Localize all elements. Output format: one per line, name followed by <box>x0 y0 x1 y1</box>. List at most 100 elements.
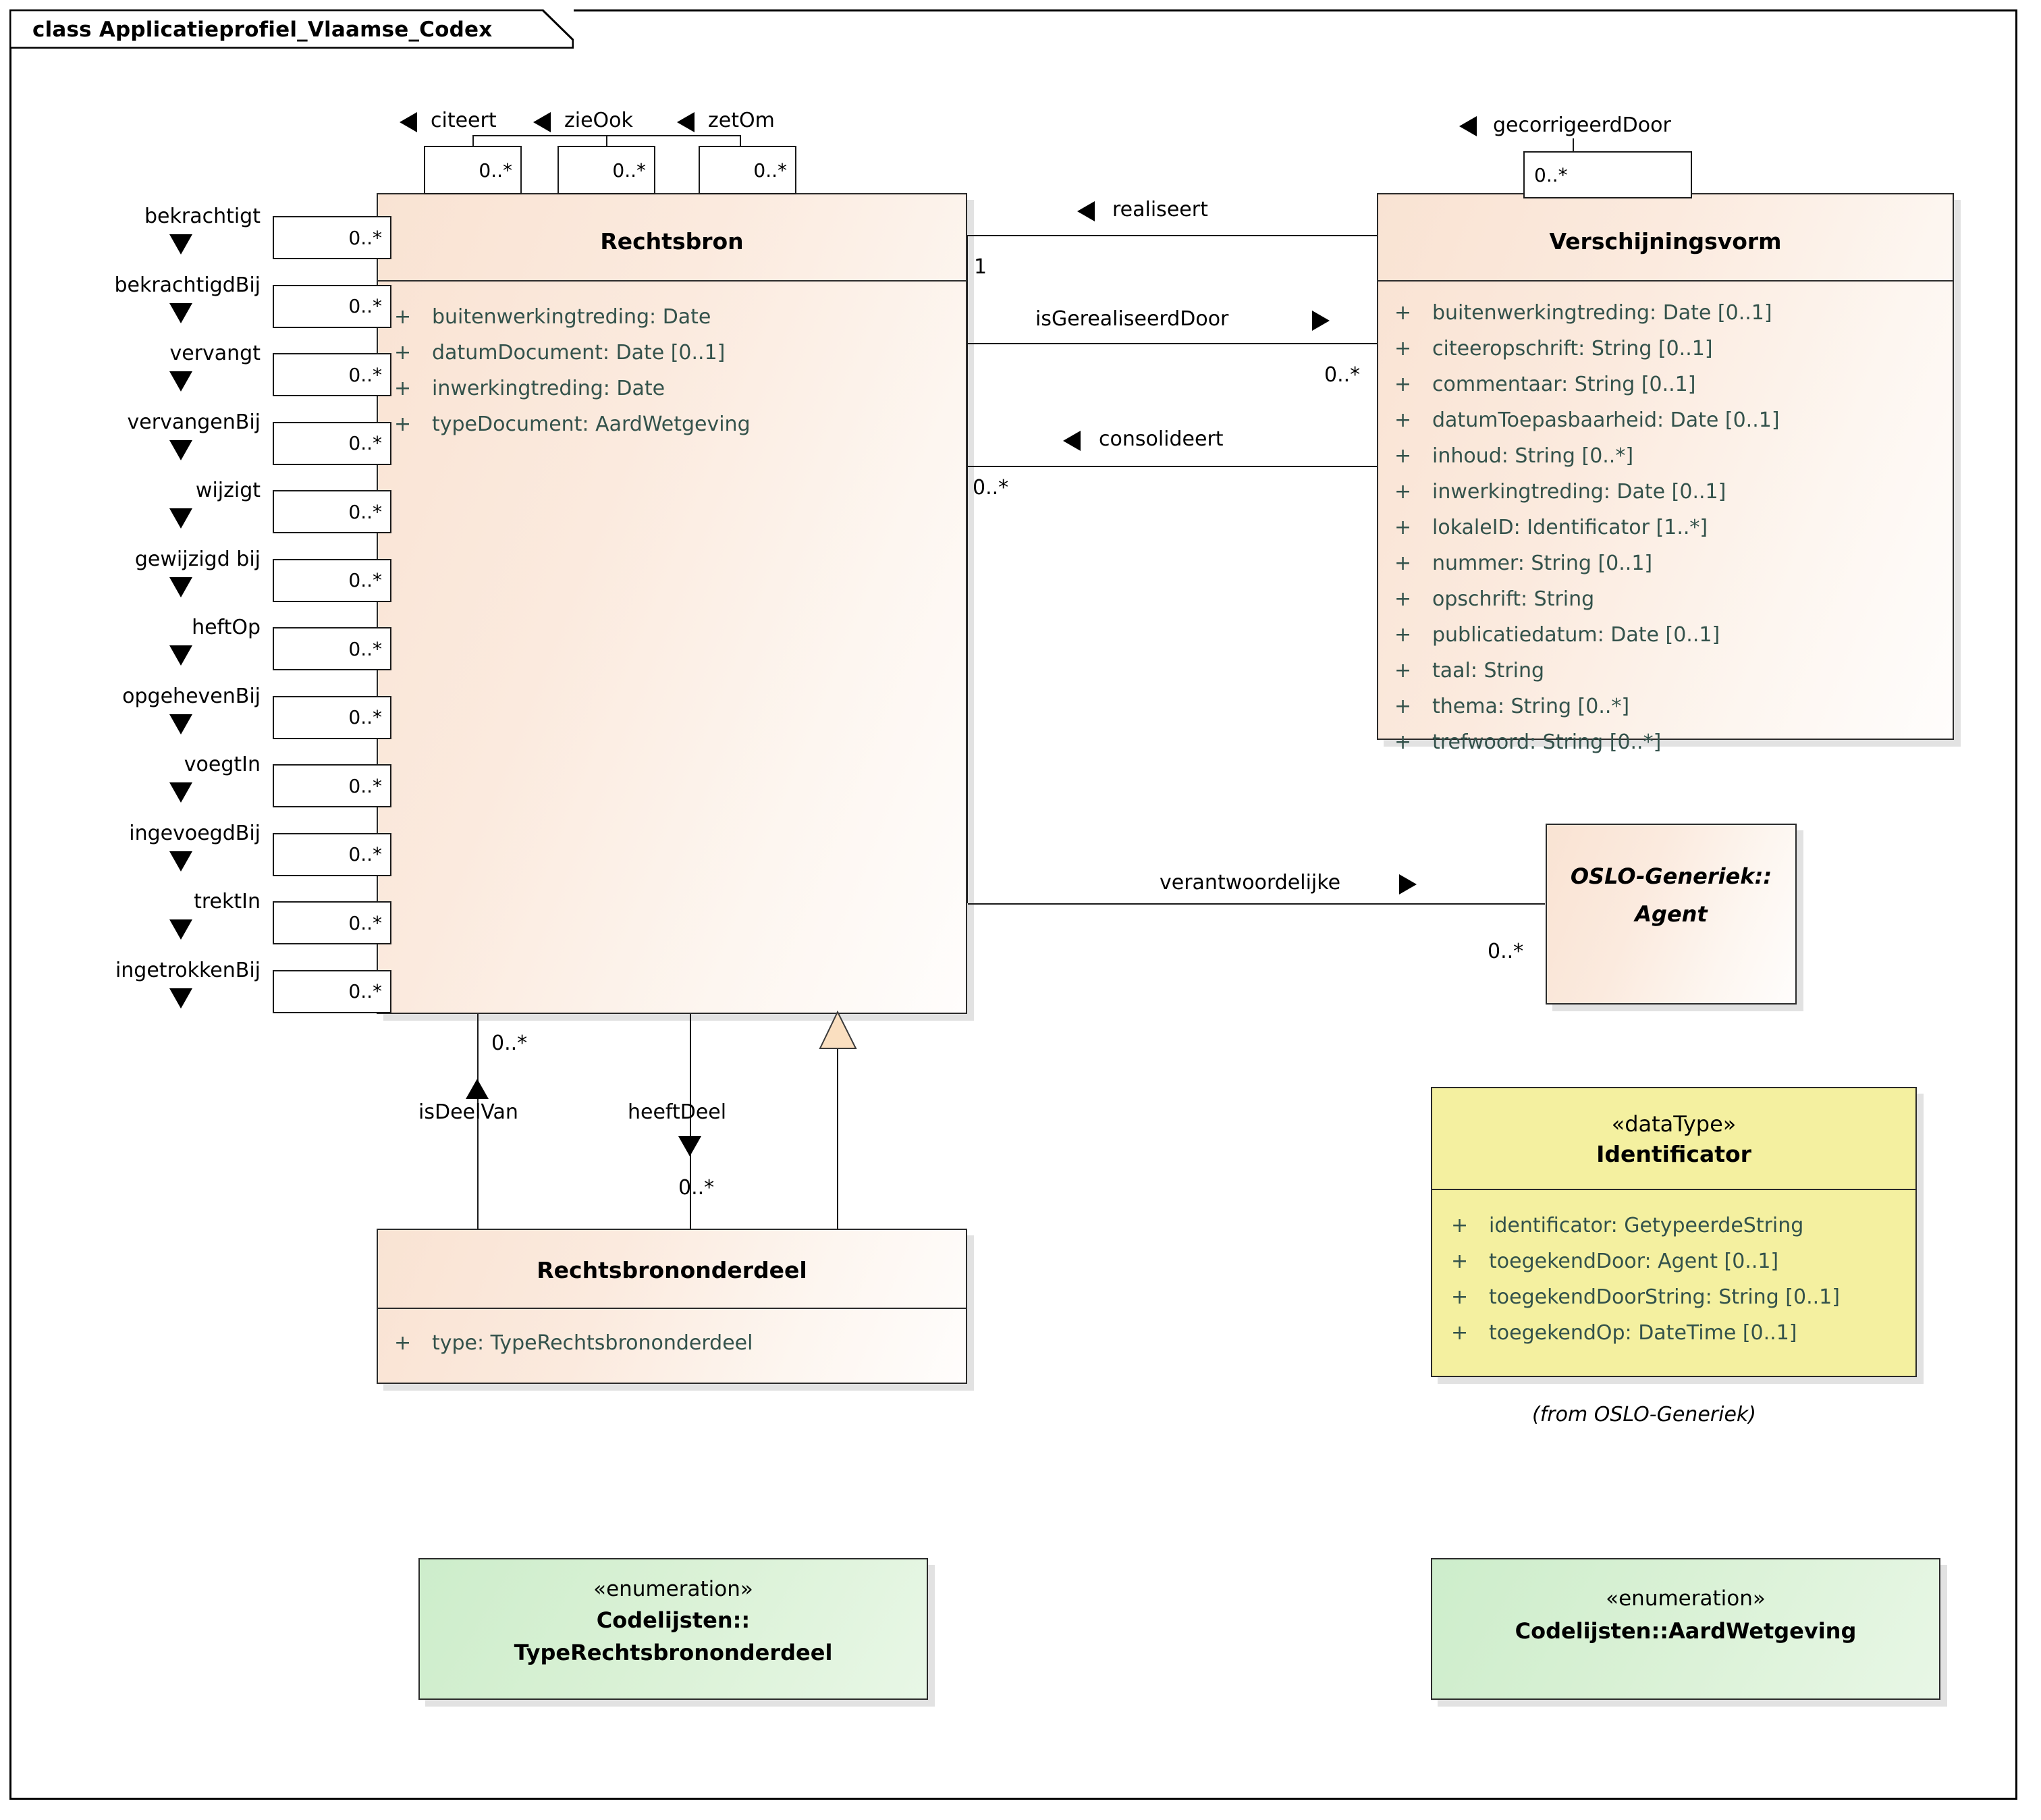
class-enum-aardwetgeving[interactable]: «enumeration» Codelijsten::AardWetgeving <box>1431 1558 1940 1700</box>
arrow-down-icon-ingetrokkenbij <box>169 988 192 1009</box>
assoc-label-heftop: heftOp <box>192 616 261 639</box>
mult-value: 0..* <box>479 159 512 182</box>
mult-value: 0..* <box>348 637 382 660</box>
attribute-text: opschrift: String <box>1432 587 1595 611</box>
attribute-row-verschijningsvorm-5: + inwerkingtreding: Date [0..1] <box>1394 474 1953 510</box>
arrow-down-icon-trektin <box>169 919 192 940</box>
arrow-down-icon-vervangt <box>169 371 192 392</box>
class-name-rechtsbron: Rechtsbron <box>600 228 744 255</box>
assoc-label-gecorrigeerddoor: gecorrigeerdDoor <box>1493 113 1671 137</box>
attribute-row-rechtsbron-2: +inwerkingtreding: Date <box>394 371 966 406</box>
attribute-visibility: + <box>1394 444 1412 468</box>
attribute-text: inhoud: String [0..*] <box>1432 444 1634 468</box>
attribute-visibility: + <box>394 1331 412 1355</box>
assoc-label-voegtin: voegtIn <box>184 753 261 776</box>
attribute-row-verschijningsvorm-3: +datumToepasbaarheid: Date [0..1] <box>1394 402 1953 438</box>
class-name-agent-package: OSLO-Generiek:: <box>1570 863 1772 889</box>
assoc-label-zieook: zieOok <box>564 109 633 132</box>
mult-box-wijzigt[interactable]: 0..* <box>273 490 391 533</box>
arrow-down-icon-opgehevenbij <box>169 714 192 734</box>
mult-box-ingetrokkenbij[interactable]: 0..* <box>273 969 391 1013</box>
mult-box-bekrachtigt[interactable]: 0..* <box>273 216 391 259</box>
arrow-down-icon-heeftdeel <box>678 1136 701 1156</box>
attribute-row-identificator-0: +identificator: GetypeerdeString <box>1451 1208 1915 1243</box>
attribute-visibility: + <box>1394 730 1412 754</box>
attribute-text: lokaleID: Identificator [1..*] <box>1432 516 1708 539</box>
mult-box-citeert[interactable]: 0..* <box>424 146 522 194</box>
assoc-label-gewijzigd-bij: gewijzigd bij <box>134 547 261 571</box>
attribute-visibility: + <box>1451 1250 1469 1273</box>
assoc-label-realiseert: realiseert <box>1112 198 1208 221</box>
assoc-label-vervangt: vervangt <box>169 342 261 365</box>
mult-box-opgehevenbij[interactable]: 0..* <box>273 695 391 739</box>
attribute-text: commentaar: String [0..1] <box>1432 373 1696 396</box>
attribute-visibility: + <box>1394 623 1412 647</box>
attribute-visibility: + <box>1394 301 1412 325</box>
mult-box-trektin[interactable]: 0..* <box>273 901 391 944</box>
class-name-identificator: Identificator <box>1596 1141 1751 1167</box>
attribute-visibility: + <box>1394 695 1412 718</box>
mult-value: 0..* <box>612 159 646 182</box>
mult-box-bekrachtigdbij[interactable]: 0..* <box>273 284 391 328</box>
attribute-text: toegekendDoor: Agent [0..1] <box>1489 1250 1779 1273</box>
enum-name-line1-typerechtsbrononderdeel: Codelijsten:: <box>596 1607 751 1633</box>
mult-value: 0..* <box>348 911 382 934</box>
assoc-label-citeert: citeert <box>431 109 497 132</box>
connector-consolideert <box>968 466 1383 467</box>
mult-value: 0..* <box>348 226 382 249</box>
assoc-label-trektin: trektIn <box>194 890 261 913</box>
assoc-label-bekrachtigdbij: bekrachtigdBij <box>114 273 261 297</box>
mult-consolideert-source: 0..* <box>973 476 1009 500</box>
mult-box-vervangt[interactable]: 0..* <box>273 353 391 396</box>
attribute-visibility: + <box>1394 516 1412 539</box>
mult-box-gewijzigd-bij[interactable]: 0..* <box>273 558 391 602</box>
arrow-left-icon-zieook <box>533 112 551 132</box>
class-identificator[interactable]: «dataType» Identificator +identificator:… <box>1431 1087 1917 1377</box>
attribute-text: nummer: String [0..1] <box>1432 552 1653 575</box>
class-enum-typerechtsbrononderdeel[interactable]: «enumeration» Codelijsten:: TypeRechtsbr… <box>418 1558 928 1700</box>
assoc-label-vervangenbij: vervangenBij <box>127 410 261 434</box>
mult-box-ingevoegdbij[interactable]: 0..* <box>273 832 391 876</box>
mult-value: 0..* <box>348 500 382 523</box>
attribute-row-verschijningsvorm-2: +commentaar: String [0..1] <box>1394 367 1953 402</box>
mult-heeftdeel: 0..* <box>678 1176 715 1200</box>
mult-box-zieook[interactable]: 0..* <box>557 146 655 194</box>
mult-value: 0..* <box>348 432 382 454</box>
attribute-visibility: + <box>1394 337 1412 360</box>
enum-name-line2-typerechtsbrononderdeel: TypeRechtsbrononderdeel <box>514 1640 833 1665</box>
mult-box-heftop[interactable]: 0..* <box>273 627 391 670</box>
mult-value: 0..* <box>348 295 382 317</box>
arrow-left-icon-realiseert <box>1077 201 1095 221</box>
attribute-text: inwerkingtreding: Date [0..1] <box>1432 480 1726 504</box>
class-verschijningsvorm[interactable]: Verschijningsvorm +buitenwerkingtreding:… <box>1377 193 1954 754</box>
attribute-row-verschijningsvorm-12: +trefwoord: String [0..*] <box>1394 724 1953 760</box>
stereotype-enum-typerechtsbrononderdeel: «enumeration» <box>593 1577 753 1601</box>
attribute-text: type: TypeRechtsbrononderdeel <box>432 1331 753 1355</box>
class-rechtsbrononderdeel[interactable]: Rechtsbrononderdeel +type: TypeRechtsbro… <box>377 1229 967 1384</box>
mult-box-gecorrigeerddoor[interactable]: 0..* <box>1523 151 1692 198</box>
attribute-row-identificator-2: +toegekendDoorString: String [0..1] <box>1451 1279 1915 1315</box>
attribute-list-identificator: +identificator: GetypeerdeString+toegeke… <box>1432 1190 1915 1351</box>
connector-isgerealiseerddoor <box>968 343 1383 344</box>
class-agent[interactable]: OSLO-Generiek:: Agent <box>1546 824 1797 1005</box>
mult-box-zetom[interactable]: 0..* <box>699 146 796 194</box>
attribute-text: datumDocument: Date [0..1] <box>432 341 726 365</box>
stereotype-enum-aardwetgeving: «enumeration» <box>1606 1586 1766 1611</box>
mult-value: 0..* <box>753 159 787 182</box>
attribute-text: toegekendOp: DateTime [0..1] <box>1489 1321 1797 1345</box>
arrow-down-icon-bekrachtigt <box>169 234 192 255</box>
mult-value: 0..* <box>348 706 382 728</box>
stereotype-identificator: «dataType» <box>1611 1111 1737 1137</box>
assoc-label-isgerealiseerddoor: isGerealiseerdDoor <box>1035 307 1229 331</box>
arrow-down-icon-heftop <box>169 645 192 666</box>
diagram-frame-tab <box>9 9 574 49</box>
mult-box-vervangenbij[interactable]: 0..* <box>273 421 391 465</box>
class-rechtsbron[interactable]: Rechtsbron +buitenwerkingtreding: Date+d… <box>377 193 967 1014</box>
mult-box-voegtin[interactable]: 0..* <box>273 764 391 807</box>
attribute-text: datumToepasbaarheid: Date [0..1] <box>1432 408 1780 432</box>
attribute-visibility: + <box>1394 480 1412 504</box>
assoc-label-opgehevenbij: opgehevenBij <box>122 684 261 708</box>
mult-value: 0..* <box>348 363 382 386</box>
assoc-label-heeftdeel: heeftDeel <box>628 1100 727 1124</box>
